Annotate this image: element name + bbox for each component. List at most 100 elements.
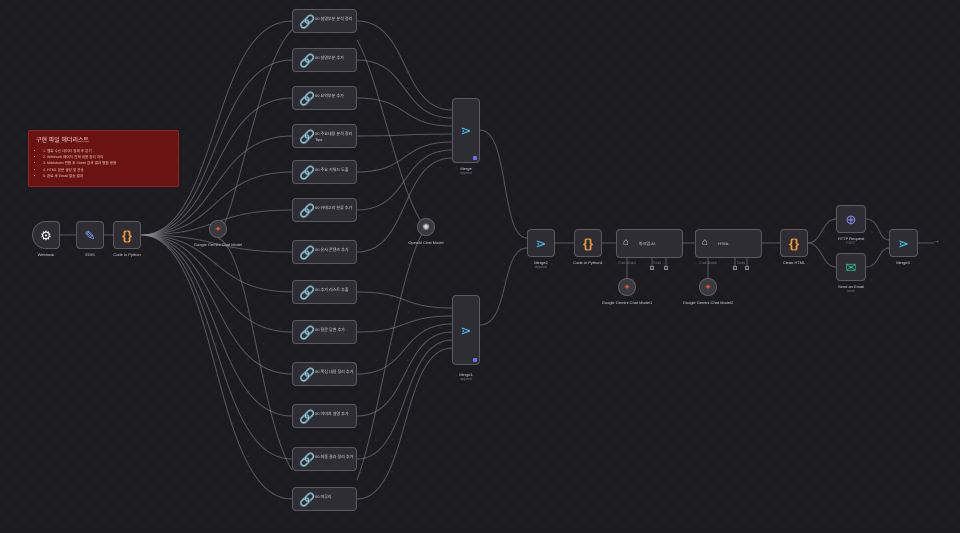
tool-label: 00 최종 결과 정리 추가 xyxy=(315,454,354,459)
ai-agent-tools-label: Tools xyxy=(652,261,662,265)
tool-node[interactable]: 🔗 00 핵심 내용 정리 추가 xyxy=(292,362,357,386)
clean-html-label: Clean HTML xyxy=(782,260,806,265)
ai-agent-node[interactable]: ⌂ HTML xyxy=(695,229,762,258)
merge-top-label: Merge xyxy=(460,166,472,171)
sticky-note[interactable]: 구현 파일 헤더리스트 1. 웹훅 수신 데이터 정제 후 분기 2. Webh… xyxy=(28,130,179,187)
merge-icon: ⋗ xyxy=(535,235,547,251)
link-icon: 🔗 xyxy=(299,129,316,144)
ai-agent-chat-model-label: Chat Model xyxy=(699,261,717,265)
gemini-model-node[interactable]: ✦ xyxy=(618,278,636,296)
code-braces-icon: {} xyxy=(788,235,800,251)
sticky-note-line: 3. Markdown 변환 후 Sheet 검색 결과 병합 응용 xyxy=(43,160,171,166)
link-icon: 🔗 xyxy=(299,53,316,68)
clean-html-node[interactable]: {} xyxy=(780,229,808,257)
edit-label: EDIS xyxy=(85,252,95,257)
add-tool-icon[interactable]: + xyxy=(745,266,749,270)
merge-icon: ⋗ xyxy=(898,235,909,251)
tool-label: 00 마무리 xyxy=(315,494,332,499)
openai-icon: ✺ xyxy=(422,221,430,232)
merge-top-sub: append xyxy=(460,171,472,175)
link-icon: 🔗 xyxy=(299,203,316,218)
gemini-model-label: Google Gemini Chat Model1 xyxy=(601,300,653,305)
webhook-label: Webhook xyxy=(37,252,55,257)
ai-agent-node[interactable]: ⌂ 마크업 AI xyxy=(616,229,683,258)
tool-label: 00 추가 리스트 추출 xyxy=(315,287,349,292)
add-tool-icon[interactable]: + xyxy=(664,266,668,270)
merge2-sub: append xyxy=(535,265,547,269)
tool-label: 00 요약부분 추가 xyxy=(315,93,344,98)
webhook-node[interactable]: ⚙ xyxy=(32,221,60,249)
tool-node[interactable]: 🔗 00 설명부분 추가 xyxy=(292,48,357,72)
send-email-label: Send an Email xyxy=(837,284,865,289)
merge-icon: ⋗ xyxy=(460,322,472,338)
openai-model-node[interactable]: ✺ xyxy=(417,218,435,236)
add-tool-icon[interactable]: + xyxy=(650,266,654,270)
tool-node[interactable]: 🔗 00 마무리 xyxy=(292,487,357,511)
ai-agent-title: HTML xyxy=(718,241,729,246)
link-icon: 🔗 xyxy=(299,285,316,300)
merge-icon: ⋗ xyxy=(460,123,472,138)
tool-label: 00 질문 답변 추가 xyxy=(315,327,345,332)
link-icon: 🔗 xyxy=(299,452,316,467)
merge-bottom-node[interactable]: ⋗ xyxy=(452,295,480,365)
gemini-model-node[interactable]: ✦ xyxy=(209,220,227,238)
robot-icon: ⌂ xyxy=(623,237,630,248)
tool-node[interactable]: 🔗 00 유사 콘텐츠 추가 xyxy=(292,240,357,264)
sticky-note-line: 2. Webhook 페이지 전체 내용 정리 처리 xyxy=(43,154,171,160)
tool-node[interactable]: 🔗 00 요약부분 추가 xyxy=(292,86,357,110)
gemini-model-node[interactable]: ✦ xyxy=(699,278,717,296)
link-icon: 🔗 xyxy=(299,409,316,424)
tool-label: 00 설명부분 분석 정리 xyxy=(315,16,353,21)
sticky-note-line: 5. 완료 후 Email 발송 결과 xyxy=(43,173,171,179)
tool-node[interactable]: 🔗 00 주요내용 분석 정리 Tips xyxy=(292,124,357,148)
tool-node[interactable]: 🔗 00 추가 리스트 추출 xyxy=(292,280,357,304)
tool-label: 00 카테고리 분류 추가 xyxy=(315,205,353,210)
openai-model-label: OpenAI Chat Model xyxy=(408,240,444,245)
link-icon: 🔗 xyxy=(299,165,316,180)
edit-node[interactable]: ✎ xyxy=(76,221,104,249)
merge-bottom-sub: append xyxy=(460,377,472,381)
link-icon: 🔗 xyxy=(299,245,316,260)
robot-icon: ⌂ xyxy=(702,237,709,248)
tool-label: 00 유사 콘텐츠 추가 xyxy=(315,247,349,252)
status-dot xyxy=(473,156,477,160)
sticky-note-line: 1. 웹훅 수신 데이터 정제 후 분기 xyxy=(43,148,171,154)
code-python-node[interactable]: {} xyxy=(113,221,141,249)
tool-label: 00 설명부분 추가 xyxy=(315,55,344,60)
tool-node[interactable]: 🔗 00 카테고리 분류 추가 xyxy=(292,198,357,222)
gemini-icon: ✦ xyxy=(623,281,631,292)
merge-top-node[interactable]: ⋗ xyxy=(452,98,480,163)
tool-node[interactable]: 🔗 00 설명부분 분석 정리 xyxy=(292,9,357,33)
ai-agent-tools-label: Tools xyxy=(736,261,746,265)
merge2-label: Merge2 xyxy=(534,260,548,265)
gemini-model-label: Google Gemini Chat Model2 xyxy=(682,300,734,305)
tool-node[interactable]: 🔗 00 이미지 설명 추가 xyxy=(292,404,357,428)
merge2-node[interactable]: ⋗ xyxy=(527,229,555,257)
gemini-model-label: Google Gemini Chat Model xyxy=(193,242,243,247)
code-braces-icon: {} xyxy=(121,227,133,243)
merge3-label: Merge3 xyxy=(896,260,910,265)
http-request-node[interactable]: ⊕ xyxy=(836,205,866,233)
pencil-icon: ✎ xyxy=(84,227,96,243)
http-request-sub: POST xyxy=(846,241,856,245)
link-icon: 🔗 xyxy=(299,14,316,29)
add-tool-icon[interactable]: + xyxy=(733,266,737,270)
sticky-note-line: 4. HTML 본문 생성 및 전송 xyxy=(43,167,171,173)
merge3-node[interactable]: ⋗ xyxy=(889,229,918,257)
http-request-label: HTTP Request xyxy=(837,236,865,241)
link-icon: 🔗 xyxy=(299,492,316,507)
tool-node[interactable]: 🔗 00 주요 키워드 도출 xyxy=(292,160,357,184)
tool-label: 00 핵심 내용 정리 추가 xyxy=(315,369,354,374)
sticky-note-list: 1. 웹훅 수신 데이터 정제 후 분기 2. Webhook 페이지 전체 내… xyxy=(36,148,171,179)
code-python1-label: Code in Python1 xyxy=(573,260,603,265)
code-python1-node[interactable]: {} xyxy=(574,229,602,257)
tool-node[interactable]: 🔗 00 질문 답변 추가 xyxy=(292,320,357,344)
output-arrow-icon: → xyxy=(933,238,940,245)
tool-label: 00 주요 키워드 도출 xyxy=(315,167,349,172)
send-email-node[interactable]: ✉ xyxy=(836,253,866,281)
tool-label: 00 주요내용 분석 정리 Tips xyxy=(315,131,353,142)
tool-node[interactable]: 🔗 00 최종 결과 정리 추가 xyxy=(292,447,357,471)
ai-agent-title: 마크업 AI xyxy=(639,241,655,246)
